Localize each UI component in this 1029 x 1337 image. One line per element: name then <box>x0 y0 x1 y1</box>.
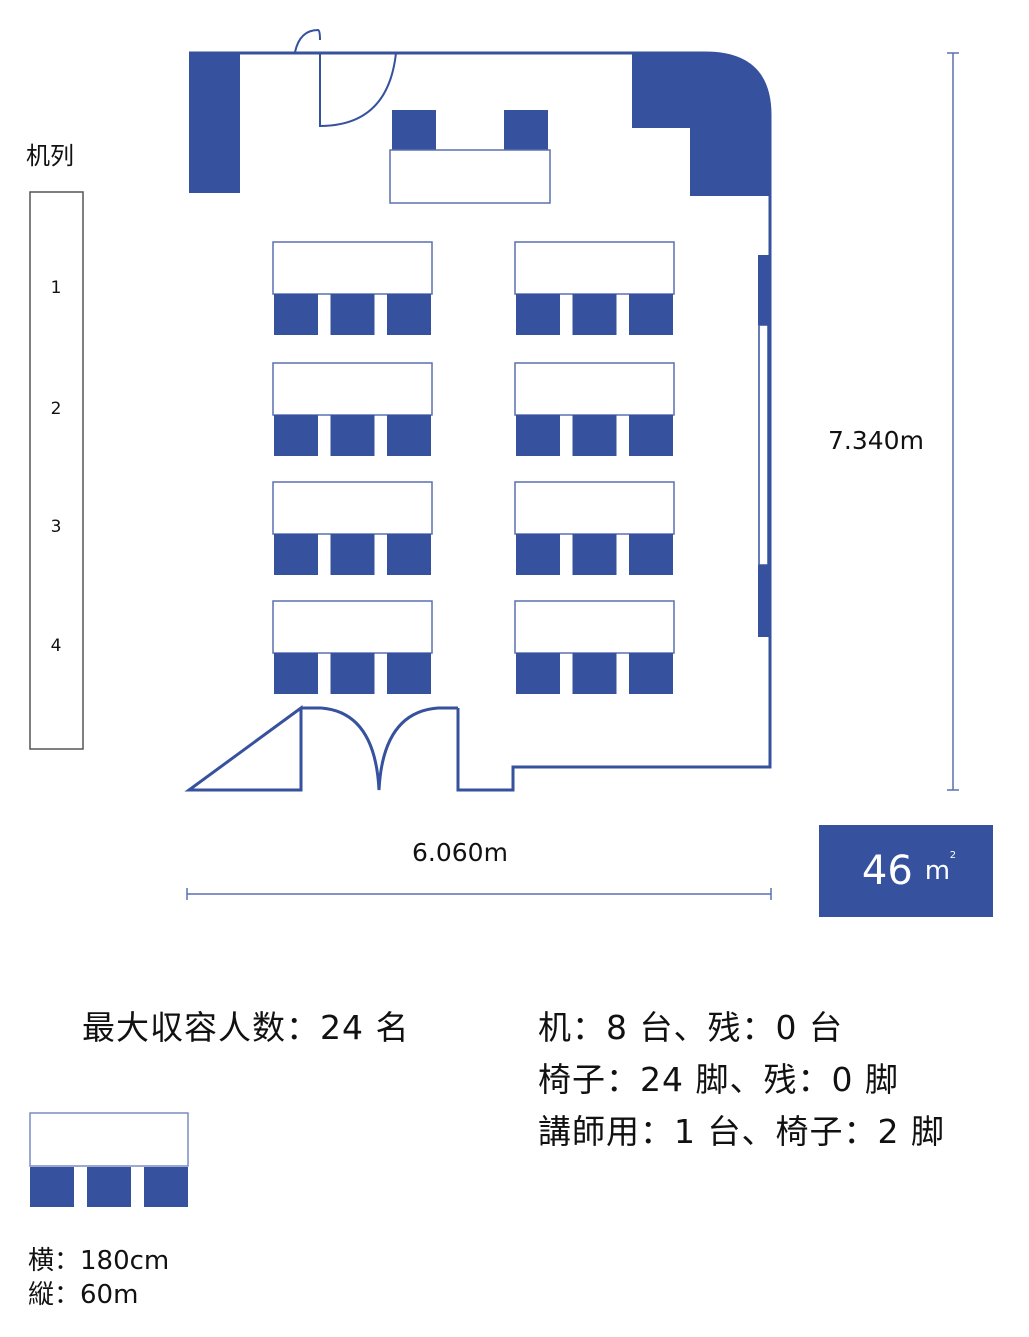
desk-row-2-col-1 <box>272 362 433 456</box>
desk-spec: 横：180cm 縦：60m <box>28 1244 169 1312</box>
desk-row-4-col-2 <box>514 600 675 694</box>
pillar-top-left <box>189 53 240 193</box>
right-wall-segment-lower <box>758 565 770 637</box>
row-legend-title: 机列 <box>26 142 74 170</box>
chair <box>572 653 617 694</box>
chair <box>387 294 431 335</box>
chair <box>274 415 318 456</box>
inventory-lecturer: 講師用：1 台、椅子：2 脚 <box>538 1112 945 1151</box>
chair <box>387 534 431 575</box>
height-dimension-label: 7.340m <box>828 426 924 455</box>
chair <box>387 415 431 456</box>
pillar-top-right <box>632 53 770 196</box>
sample-desk <box>29 1112 189 1207</box>
desk-row-2-col-2 <box>514 362 675 456</box>
chair <box>516 534 560 575</box>
chair <box>387 653 431 694</box>
width-dimension-label: 6.060m <box>412 838 508 867</box>
chair <box>516 653 560 694</box>
inventory-list: 机：8 台、残：0 台 椅子：24 脚、残：0 脚 講師用：1 台、椅子：2 脚 <box>538 1002 945 1158</box>
row-legend-box <box>29 191 84 750</box>
chair <box>516 294 560 335</box>
chair <box>516 415 560 456</box>
chair <box>274 534 318 575</box>
chair <box>330 294 375 335</box>
desk-row-1-col-1 <box>272 241 433 335</box>
chair <box>629 294 673 335</box>
chair <box>330 534 375 575</box>
window <box>758 324 769 566</box>
area-value: 46 <box>861 848 913 894</box>
chair <box>629 534 673 575</box>
row-label-1: 1 <box>50 278 62 298</box>
chair <box>330 653 375 694</box>
row-label-4: 4 <box>50 636 62 656</box>
chair <box>572 415 617 456</box>
right-wall-segment-upper <box>758 255 770 325</box>
chair <box>274 294 318 335</box>
desk-depth-text: 縦：60m <box>28 1280 139 1310</box>
chair <box>274 653 318 694</box>
row-label-3: 3 <box>50 517 62 537</box>
inventory-chairs: 椅子：24 脚、残：0 脚 <box>538 1060 899 1099</box>
chair <box>629 415 673 456</box>
double-door <box>301 706 458 791</box>
chair <box>629 653 673 694</box>
desk-row-1-col-2 <box>514 241 675 335</box>
inventory-desks: 机：8 台、残：0 台 <box>538 1008 843 1047</box>
desk-row-3-col-1 <box>272 481 433 575</box>
desk-row-3-col-2 <box>514 481 675 575</box>
chair <box>572 534 617 575</box>
lecturer-desk <box>389 110 551 204</box>
desk-row-4-col-1 <box>272 600 433 694</box>
chair <box>572 294 617 335</box>
desk-width-text: 横：180cm <box>28 1246 170 1276</box>
max-capacity: 最大収容人数：24 名 <box>82 1008 410 1047</box>
top-door <box>319 52 397 128</box>
row-label-2: 2 <box>50 399 62 419</box>
top-door-swing <box>294 28 321 53</box>
chair <box>330 415 375 456</box>
